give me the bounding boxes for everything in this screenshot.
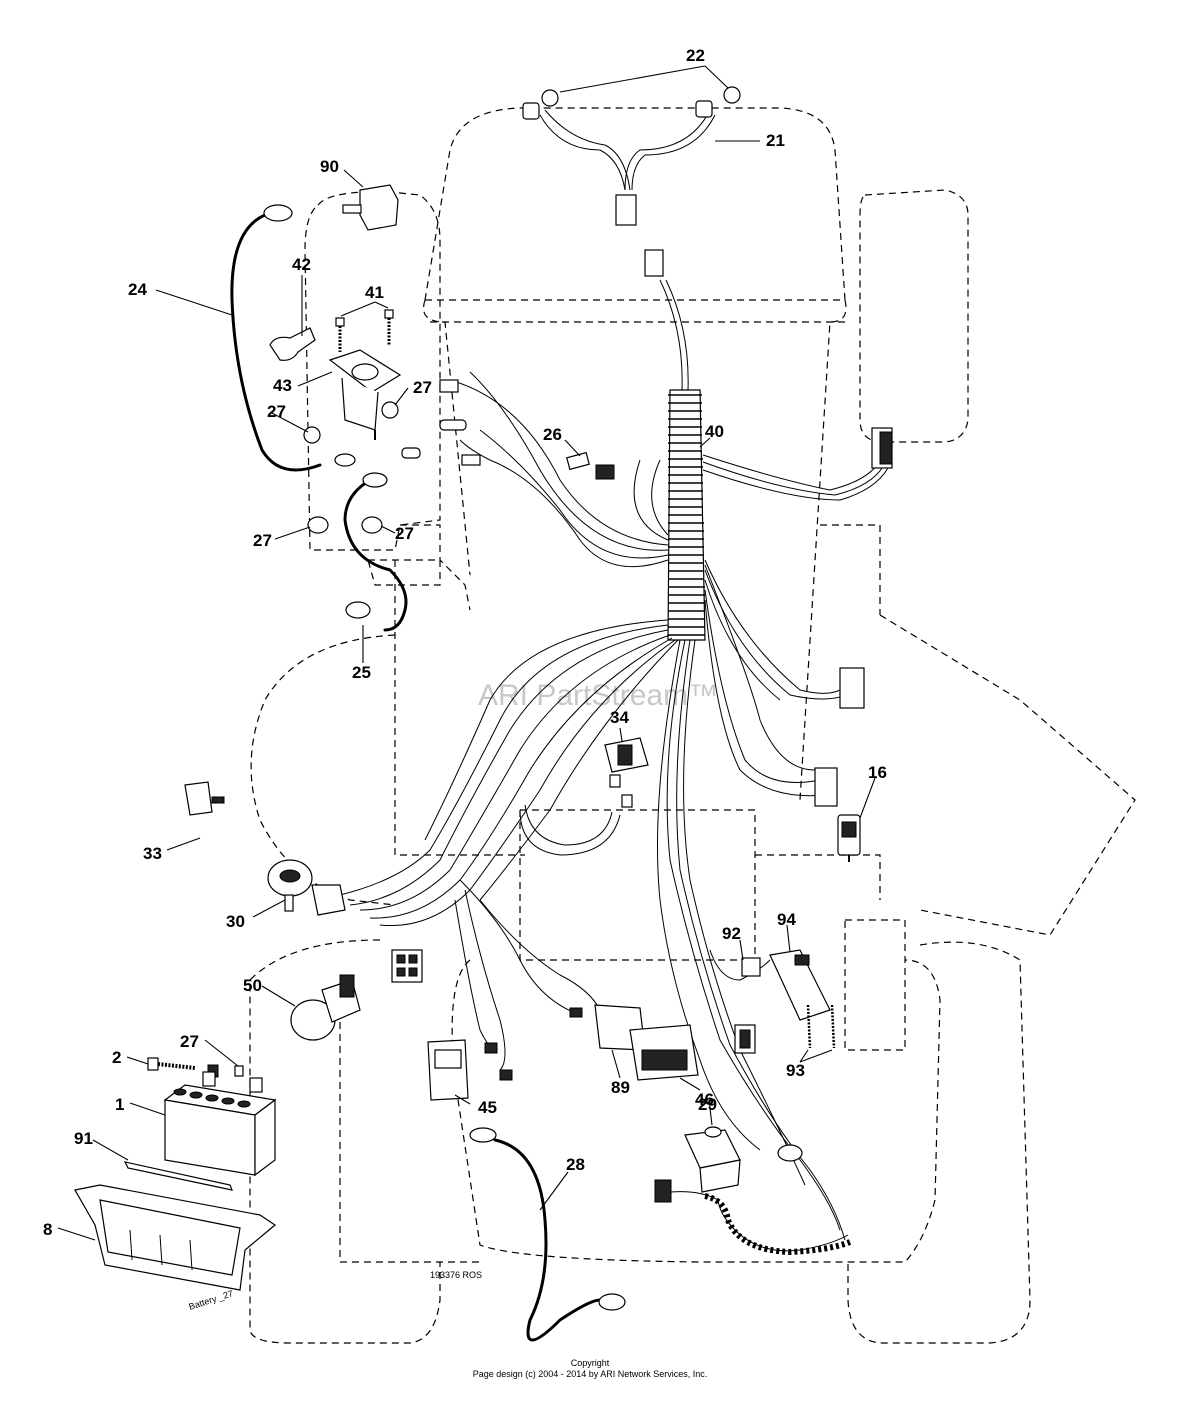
callout-27e: 27 bbox=[180, 1032, 199, 1051]
callout-50: 50 bbox=[243, 976, 262, 995]
callout-1: 1 bbox=[115, 1095, 124, 1114]
drawing-number: 193376 ROS bbox=[430, 1270, 482, 1280]
callout-30: 30 bbox=[226, 912, 245, 931]
wiring-harness bbox=[339, 279, 889, 1241]
callout-40: 40 bbox=[705, 422, 724, 441]
callout-8: 8 bbox=[43, 1220, 52, 1239]
seat-switch-29 bbox=[654, 1126, 852, 1256]
footer-copyright: Copyright bbox=[571, 1358, 610, 1368]
solenoid-43 bbox=[303, 349, 402, 444]
battery-label: Battery _27 bbox=[188, 1288, 235, 1312]
callout-27c: 27 bbox=[253, 531, 272, 550]
callout-27d: 27 bbox=[395, 524, 414, 543]
terminals-mid bbox=[569, 1007, 583, 1018]
hour-meter-45 bbox=[427, 1039, 513, 1101]
harness-terminals bbox=[401, 379, 481, 466]
cable-28 bbox=[469, 1127, 626, 1342]
callout-90: 90 bbox=[320, 157, 339, 176]
callout-16: 16 bbox=[868, 763, 887, 782]
ignition-switch-30 bbox=[267, 859, 346, 916]
switch-94 bbox=[769, 949, 831, 1021]
callout-43: 43 bbox=[273, 376, 292, 395]
callout-27b: 27 bbox=[267, 402, 286, 421]
terminal-boot-42 bbox=[269, 327, 316, 361]
connector-26 bbox=[566, 451, 615, 480]
callout-34: 34 bbox=[610, 708, 629, 727]
callout-46: 46 bbox=[695, 1090, 714, 1109]
watermark: ARI PartStream™ bbox=[478, 679, 718, 712]
chassis-outline bbox=[249, 107, 1136, 1344]
callout-42: 42 bbox=[292, 255, 311, 274]
bolt-2 bbox=[147, 1057, 244, 1078]
switch-90 bbox=[342, 184, 399, 231]
connector-square bbox=[391, 949, 423, 983]
pto-switch-50 bbox=[290, 974, 361, 1041]
screws-41 bbox=[335, 309, 394, 352]
relay-16 bbox=[837, 814, 861, 862]
callout-27a: 27 bbox=[413, 378, 432, 397]
harness-loom-40 bbox=[667, 389, 706, 641]
callout-94: 94 bbox=[777, 910, 796, 929]
screws-93 bbox=[806, 1004, 836, 1049]
callout-33: 33 bbox=[143, 844, 162, 863]
callout-93: 93 bbox=[786, 1061, 805, 1080]
callout-2: 2 bbox=[112, 1048, 121, 1067]
footer-page-design: Page design (c) 2004 - 2014 by ARI Netwo… bbox=[473, 1369, 708, 1379]
callout-26: 26 bbox=[543, 425, 562, 444]
callout-92: 92 bbox=[722, 924, 741, 943]
headlight-bulb-22 bbox=[522, 86, 741, 120]
strap-91 bbox=[123, 1161, 233, 1191]
battery-tray-8 bbox=[74, 1184, 277, 1291]
nut-27 bbox=[307, 516, 383, 534]
callout-21: 21 bbox=[766, 131, 785, 150]
callout-89: 89 bbox=[611, 1078, 630, 1097]
callout-28: 28 bbox=[566, 1155, 585, 1174]
connectors-lower-right bbox=[814, 667, 865, 807]
callout-24: 24 bbox=[128, 280, 147, 299]
callout-45: 45 bbox=[478, 1098, 497, 1117]
callout-91: 91 bbox=[74, 1129, 93, 1148]
callout-25: 25 bbox=[352, 663, 371, 682]
callout-29: 29 bbox=[698, 1095, 717, 1114]
callout-labels: 22 21 90 24 42 41 43 27 27 27 27 26 40 2… bbox=[43, 46, 887, 1239]
connector-92 bbox=[734, 957, 761, 1054]
cable-24 bbox=[230, 204, 322, 472]
switch-module-46 bbox=[629, 1024, 699, 1081]
leader-lines bbox=[57, 65, 876, 1241]
connector-right bbox=[871, 427, 893, 469]
callout-22: 22 bbox=[686, 46, 705, 65]
key-33 bbox=[184, 781, 225, 816]
switch-34 bbox=[604, 737, 649, 808]
cable-25 bbox=[334, 453, 408, 632]
headlight-assembly-21 bbox=[539, 109, 716, 277]
callout-41: 41 bbox=[365, 283, 384, 302]
battery-1 bbox=[163, 1071, 277, 1177]
